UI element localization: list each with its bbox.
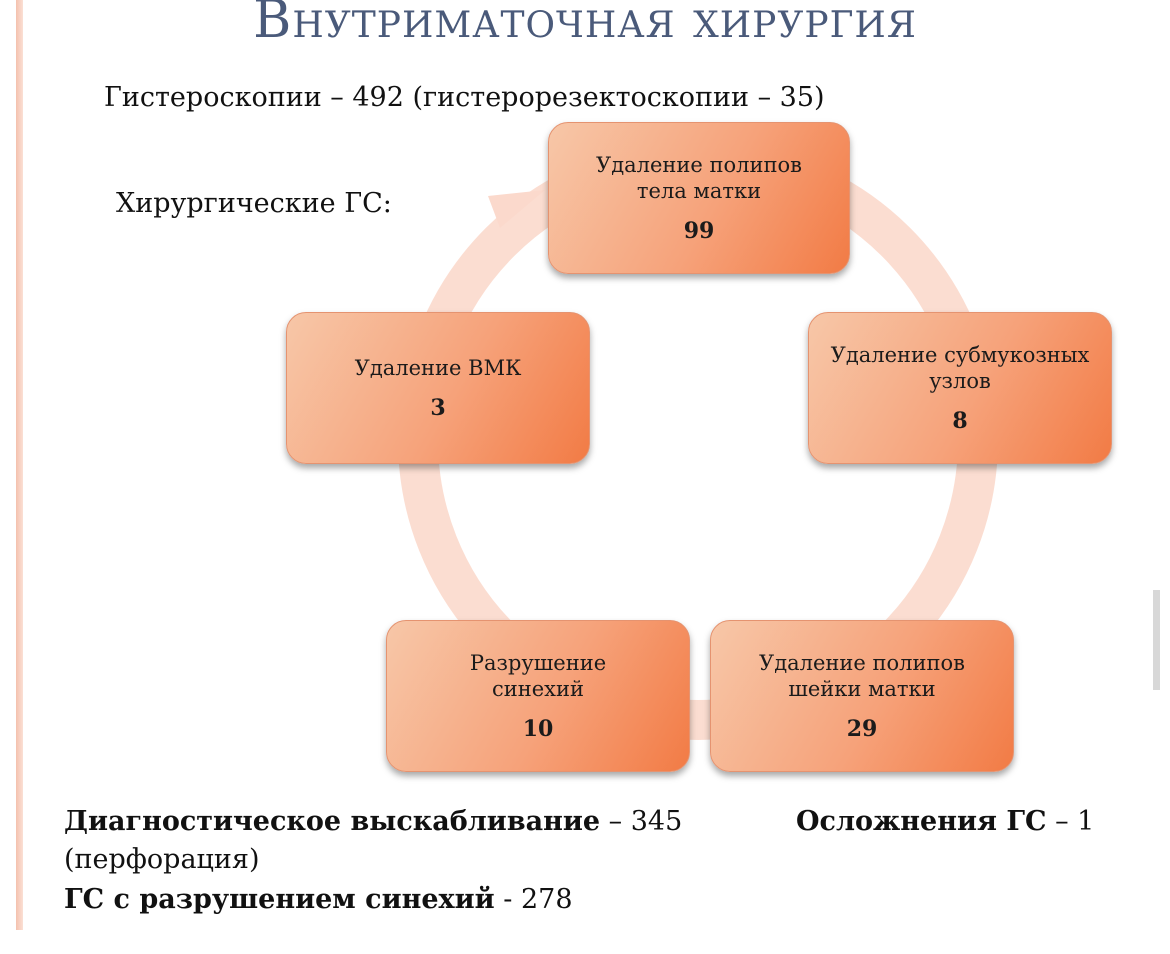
slide-title: Внутриматочная хирургия [253, 0, 917, 50]
diagnostic-curettage-line: Диагностическое выскабливание – 345 [64, 806, 682, 837]
node-value: 99 [683, 218, 715, 244]
node-value: 10 [522, 716, 554, 742]
node-iud-removal: Удаление ВМК 3 [286, 312, 590, 464]
diagnostic-curettage-label: Диагностическое выскабливание [64, 806, 601, 837]
complications-line: Осложнения ГС – 1 [796, 806, 1094, 837]
diagnostic-curettage-value: – 345 [600, 806, 683, 837]
node-label: Разрушение синехий [469, 651, 607, 701]
synechiae-label: ГС с разрушением синехий [64, 884, 495, 915]
hysteroscopy-summary: Гистероскопии – 492 (гистерорезектоскопи… [104, 82, 825, 113]
slide-left-accent-bar [16, 0, 23, 930]
node-uterine-polyp-removal: Удаление полипов тела матки 99 [548, 122, 850, 274]
node-label: Удаление полипов тела матки [596, 153, 802, 203]
complications-value: – 1 [1046, 806, 1095, 837]
node-cervical-polyp-removal: Удаление полипов шейки матки 29 [710, 620, 1014, 772]
node-label: Удаление ВМК [354, 356, 522, 380]
perforation-note: (перфорация) [64, 844, 260, 875]
synechiae-line: ГС с разрушением синехий - 278 [64, 884, 573, 915]
node-value: 3 [430, 395, 446, 421]
node-value: 8 [952, 408, 968, 434]
node-synechiae-destruction: Разрушение синехий 10 [386, 620, 690, 772]
complications-label: Осложнения ГС [796, 806, 1047, 837]
surgical-hs-label: Хирургические ГС: [116, 188, 392, 219]
synechiae-value: - 278 [494, 884, 573, 915]
node-label: Удаление полипов шейки матки [759, 651, 965, 701]
node-submucous-node-removal: Удаление субмукозных узлов 8 [808, 312, 1112, 464]
node-label: Удаление субмукозных узлов [830, 343, 1090, 393]
node-value: 29 [846, 716, 878, 742]
scroll-indicator [1153, 590, 1160, 690]
cycle-arrow-head [488, 190, 545, 228]
